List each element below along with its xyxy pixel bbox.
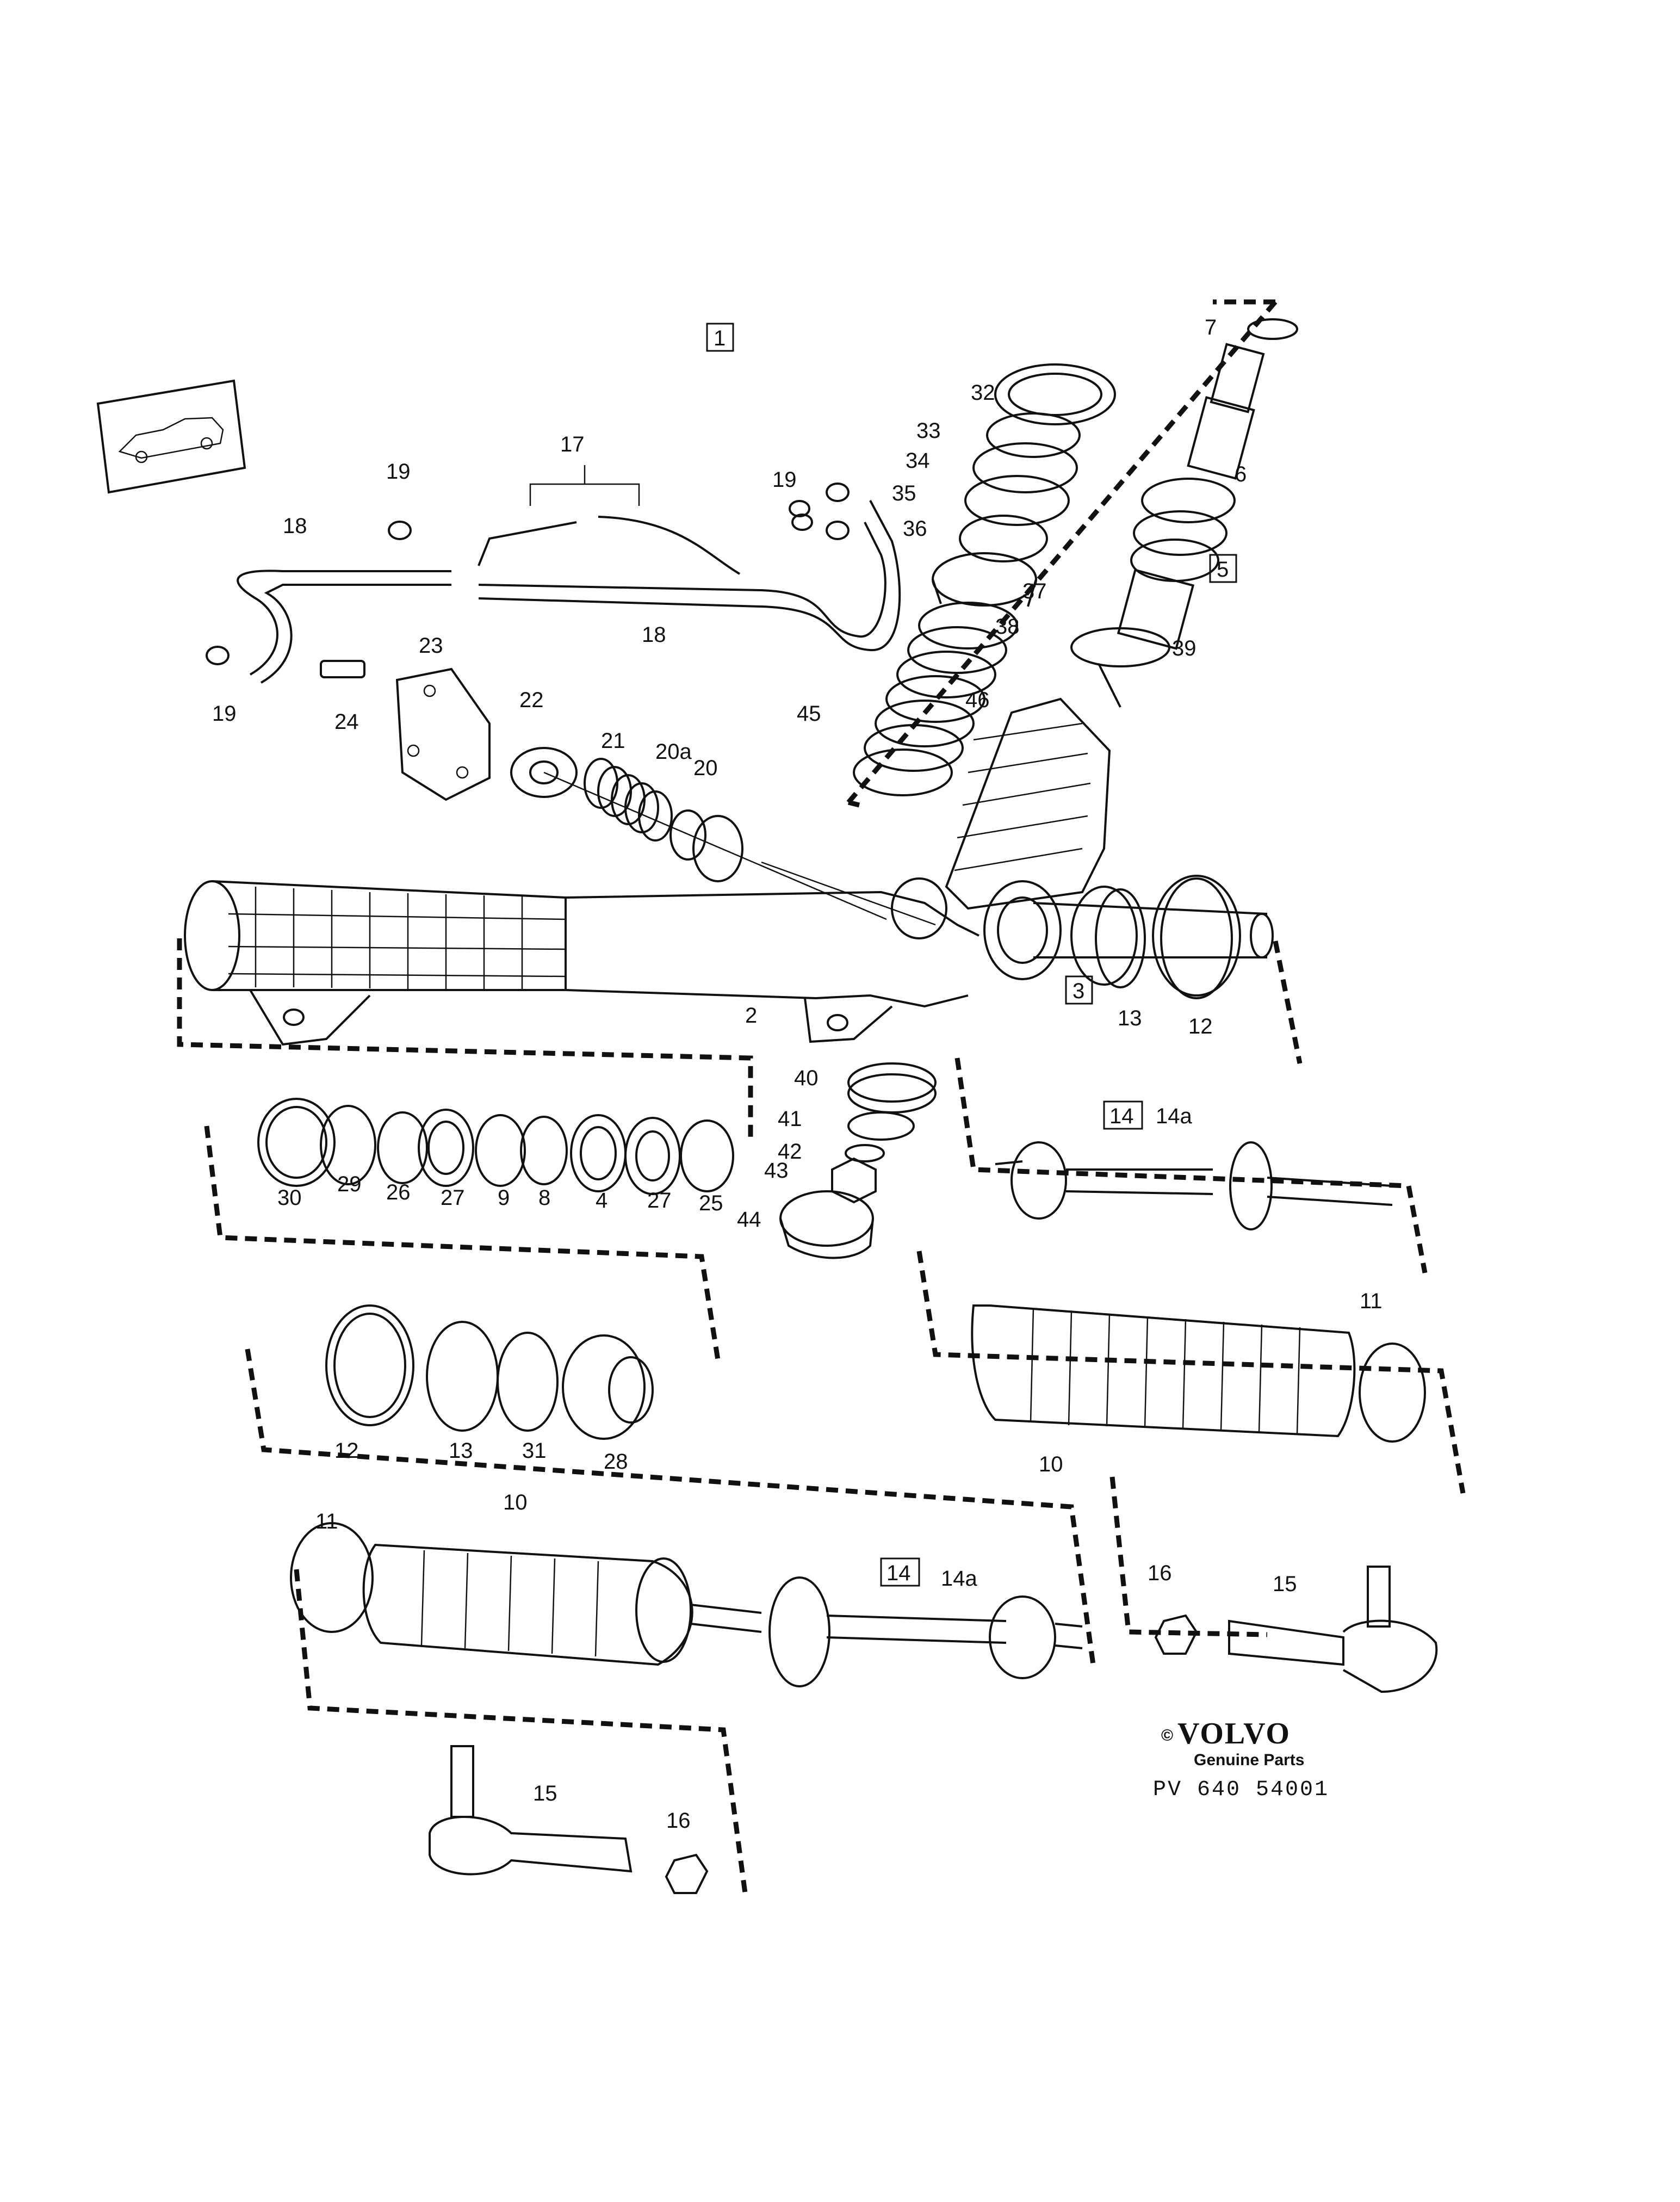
callout-label: 6: [1235, 462, 1247, 486]
callout-label: 23: [419, 634, 443, 658]
callout-label: 28: [604, 1450, 628, 1474]
boxed-callout: [1065, 975, 1093, 1005]
pinion-seal-stack: [853, 363, 1116, 796]
car-thumbnail-icon: [96, 379, 246, 494]
callout-label: 1: [714, 326, 726, 350]
callout-label: 13: [1118, 1006, 1142, 1030]
pressure-hoses: [237, 500, 901, 684]
bellows-boot-upper: [971, 1304, 1426, 1443]
boxed-callout: [880, 1557, 920, 1587]
lower-pinion-parts: [779, 1062, 937, 1259]
callout-label: 34: [906, 449, 930, 473]
tie-rod-end-right: [1154, 1566, 1438, 1693]
callout-label: 12: [334, 1439, 359, 1463]
subassembly-outlines: [177, 299, 1466, 1894]
callout-label: 2: [745, 1004, 757, 1028]
callout-label: 19: [212, 702, 237, 726]
callout-label: 41: [778, 1107, 802, 1131]
callout-label: 25: [699, 1191, 723, 1215]
callout-label: 15: [1273, 1572, 1297, 1596]
copyright-symbol: ©: [1161, 1727, 1173, 1745]
boot-clamp-rings: [325, 875, 1241, 1440]
callout-label: 16: [1148, 1561, 1172, 1585]
callout-label: 16: [666, 1809, 691, 1833]
rack-seal-kit: [257, 1098, 734, 1195]
callout-label: 37: [1022, 579, 1047, 603]
rack-housing: [184, 771, 1274, 1046]
callout-label: 45: [797, 702, 821, 726]
callout-label: 27: [441, 1186, 465, 1210]
callout-label: 11: [315, 1510, 338, 1533]
boxed-callout: [1209, 554, 1237, 583]
callout-label: 9: [498, 1186, 510, 1210]
callout-label: 24: [334, 710, 359, 734]
callout-label: 17: [560, 432, 585, 456]
callout-label: 18: [283, 514, 307, 538]
reference-number: PV 640 54001: [1153, 1778, 1329, 1802]
pinion-shaft: [1070, 318, 1298, 708]
tagline: Genuine Parts: [1194, 1751, 1304, 1769]
callout-label: 42: [778, 1140, 802, 1164]
callout-label: 44: [737, 1208, 761, 1232]
tie-rod-end-left: [429, 1745, 709, 1894]
callout-label: 30: [277, 1186, 302, 1210]
callout-label: 14: [1109, 1104, 1134, 1128]
callout-label: 10: [1039, 1452, 1063, 1476]
callout-label: 19: [772, 468, 797, 492]
boxed-callout: [706, 323, 734, 352]
callout-label: 35: [892, 481, 916, 505]
callout-label: 20a: [655, 740, 692, 764]
callout-label: 7: [1205, 316, 1217, 339]
boxed-callout: [1103, 1100, 1143, 1130]
callout-label: 43: [764, 1159, 789, 1183]
callout-label: 14a: [941, 1567, 977, 1591]
callout-label: 19: [386, 460, 411, 484]
callout-label: 22: [519, 688, 544, 712]
callout-label: 33: [916, 419, 941, 443]
pinion-housing: [945, 697, 1111, 910]
yoke-spring-assembly: [584, 758, 743, 882]
callout-label: 26: [386, 1180, 411, 1204]
callout-label: 14a: [1156, 1104, 1192, 1128]
callout-label: 29: [337, 1172, 362, 1196]
callout-label: 3: [1073, 979, 1084, 1003]
callout-label: 46: [965, 688, 990, 712]
bellows-boot-lower: [290, 1522, 1083, 1687]
callout-labels: 1 17 18 18 19 19 19 24 23 22 21 20a 20 7…: [212, 316, 1383, 1833]
callout-label: 8: [538, 1186, 550, 1210]
callout-label: 11: [1360, 1289, 1383, 1313]
callout-label: 40: [794, 1066, 819, 1090]
callout-label: 20: [693, 756, 718, 780]
callout-label: 10: [503, 1490, 528, 1514]
callout-label: 27: [647, 1189, 672, 1213]
callout-label: 15: [533, 1782, 557, 1805]
callout-label: 14: [887, 1561, 911, 1585]
callout-label: 12: [1188, 1015, 1213, 1038]
callout-label: 32: [971, 381, 995, 405]
callout-label: 13: [449, 1439, 473, 1463]
brand-name: VOLVO: [1177, 1717, 1291, 1751]
callout-label: 5: [1217, 558, 1229, 582]
callout-label: 39: [1172, 636, 1197, 660]
callout-label: 4: [596, 1189, 607, 1213]
callout-label: 31: [522, 1439, 547, 1463]
inner-tie-rod-upper: [995, 1141, 1393, 1230]
hose-fitting-washers: [206, 483, 850, 665]
callout-label: 38: [995, 615, 1020, 639]
cover-plate-assembly: [320, 660, 578, 801]
callout-label: 18: [642, 623, 666, 647]
volvo-logo: © VOLVO Genuine Parts PV 640 54001: [1153, 1717, 1329, 1802]
callout-label: 21: [601, 729, 625, 753]
callout-label: 36: [903, 517, 927, 541]
